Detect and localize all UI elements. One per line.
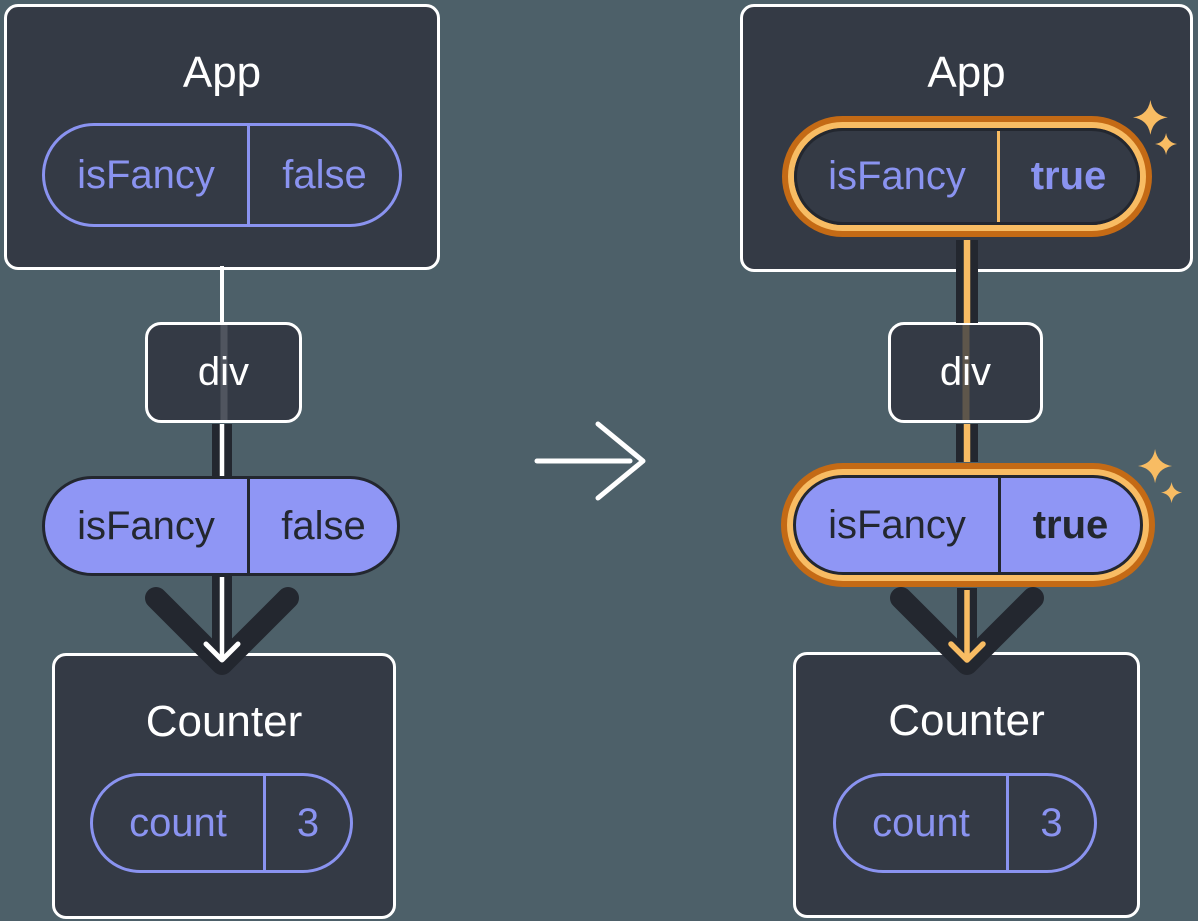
right-counter-state-pill: count 3 <box>833 773 1097 873</box>
left-app-state-pill: isFancy false <box>42 123 402 227</box>
prop-name-cell: isFancy <box>828 502 966 547</box>
right-app-state-pill-highlighted: isFancy true <box>794 128 1140 225</box>
state-value-cell: false <box>282 152 367 197</box>
state-name-cell: count <box>129 800 227 845</box>
left-prop-pill: isFancy false <box>42 476 400 576</box>
left-div-label: div <box>197 350 250 394</box>
prop-value-cell: false <box>281 503 366 548</box>
state-value-cell: true <box>1030 154 1107 198</box>
right-div-label: div <box>939 350 992 394</box>
prop-name-cell: isFancy <box>77 503 215 548</box>
pill-divider <box>263 776 266 870</box>
state-value-cell: 3 <box>1040 800 1063 845</box>
pill-divider <box>247 126 250 224</box>
prop-value-cell: true <box>1032 502 1109 547</box>
sparkle-icon <box>1161 482 1183 504</box>
left-counter-state-pill: count 3 <box>90 773 353 873</box>
arrow-right-icon <box>534 421 646 501</box>
pill-divider <box>247 479 250 573</box>
left-counter-title: Counter <box>145 697 303 746</box>
arrow-head <box>595 421 646 501</box>
state-value-cell: 3 <box>296 800 320 845</box>
right-counter-title: Counter <box>888 696 1045 745</box>
pass-through-stripe <box>220 325 227 420</box>
state-name-cell: isFancy <box>828 154 966 198</box>
left-app-title: App <box>182 48 262 97</box>
right-div-box: div <box>888 322 1043 423</box>
pill-divider <box>998 478 1001 572</box>
state-name-cell: count <box>872 800 970 845</box>
pill-divider <box>997 131 1000 222</box>
left-div-box: div <box>145 322 302 423</box>
pill-divider <box>1006 776 1009 870</box>
right-flow-connectors <box>890 240 1044 675</box>
right-prop-pill-highlighted: isFancy true <box>793 475 1143 575</box>
pass-through-stripe <box>962 325 969 420</box>
sparkle-icon <box>1138 449 1173 484</box>
right-app-title: App <box>927 48 1006 97</box>
state-name-cell: isFancy <box>77 152 215 197</box>
